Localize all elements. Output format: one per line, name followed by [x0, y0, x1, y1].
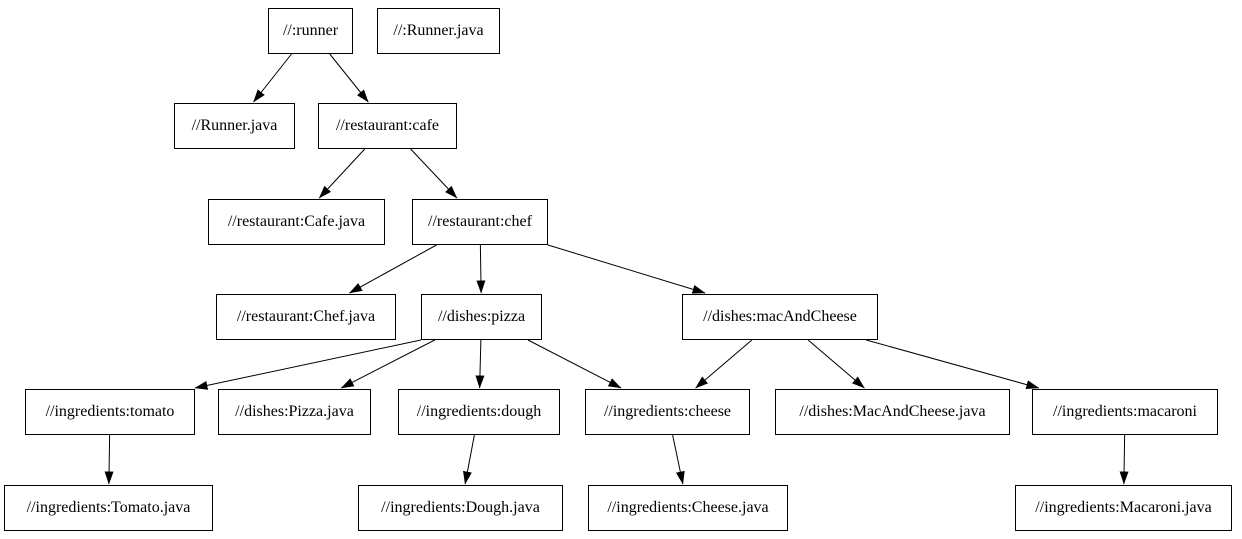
graph-node-pizza-java: //dishes:Pizza.java — [218, 389, 371, 435]
edge-runner-to-cafe — [329, 53, 369, 103]
edge-macaroni-to-macaroni-java — [1119, 434, 1129, 485]
edge-pizza-to-dough — [475, 339, 485, 389]
graph-node-macaroni-java: //ingredients:Macaroni.java — [1015, 485, 1232, 531]
graph-node-label: //ingredients:Cheese.java — [607, 499, 769, 516]
graph-node-mac-and-cheese: //dishes:macAndCheese — [682, 294, 878, 340]
graph-node-label: //:Runner.java — [393, 22, 484, 39]
graph-node-label: //restaurant:cafe — [335, 117, 440, 134]
graph-node-label: //ingredients:Tomato.java — [26, 499, 191, 516]
edge-pizza-to-pizza-java — [340, 339, 435, 389]
graph-node-label: //restaurant:Cafe.java — [227, 213, 366, 230]
graph-node-label: //dishes:Pizza.java — [235, 403, 354, 420]
graph-node-cafe: //restaurant:cafe — [318, 103, 457, 149]
graph-node-chef-java: //restaurant:Chef.java — [216, 294, 396, 340]
graph-node-label: //ingredients:Macaroni.java — [1035, 499, 1212, 516]
edge-chef-to-mac-and-cheese — [547, 244, 706, 294]
graph-node-root-runner-java: //:Runner.java — [377, 8, 500, 54]
edge-cafe-to-cafe-java — [318, 148, 366, 199]
graph-node-label: //:runner — [282, 22, 339, 39]
graph-node-tomato-java: //ingredients:Tomato.java — [4, 485, 213, 531]
graph-node-label: //dishes:MacAndCheese.java — [799, 403, 986, 420]
graph-node-runner-java: //Runner.java — [174, 103, 295, 149]
graph-node-label: //ingredients:dough — [416, 403, 542, 420]
graph-node-label: //dishes:macAndCheese — [703, 308, 857, 325]
edge-tomato-to-tomato-java — [104, 434, 114, 485]
graph-node-cafe-java: //restaurant:Cafe.java — [208, 199, 385, 245]
edge-cafe-to-chef — [410, 148, 458, 199]
edge-pizza-to-cheese — [527, 339, 622, 389]
edge-runner-to-runner-java — [253, 53, 292, 103]
graph-node-dough-java: //ingredients:Dough.java — [358, 485, 563, 531]
graph-node-dough: //ingredients:dough — [398, 389, 560, 435]
graph-node-cheese-java: //ingredients:Cheese.java — [588, 485, 788, 531]
graph-node-label: //ingredients:Dough.java — [381, 499, 540, 516]
graph-node-label: //ingredients:macaroni — [1053, 403, 1197, 420]
edge-chef-to-pizza — [476, 244, 486, 294]
graph-node-label: //ingredients:cheese — [603, 403, 732, 420]
graph-node-tomato: //ingredients:tomato — [25, 389, 195, 435]
graph-node-chef: //restaurant:chef — [412, 199, 548, 245]
graph-node-mac-and-cheese-java: //dishes:MacAndCheese.java — [775, 389, 1010, 435]
edge-dough-to-dough-java — [463, 434, 475, 485]
graph-node-label: //restaurant:Chef.java — [236, 308, 376, 325]
edge-mac-and-cheese-to-cheese — [695, 339, 753, 389]
edge-mac-and-cheese-to-mac-and-cheese-java — [807, 339, 865, 389]
graph-node-label: //dishes:pizza — [437, 308, 526, 325]
graph-node-label: //ingredients:tomato — [45, 403, 175, 420]
edge-cheese-to-cheese-java — [672, 434, 685, 485]
graph-node-cheese: //ingredients:cheese — [585, 389, 750, 435]
graph-node-label: //restaurant:chef — [428, 213, 532, 230]
graph-node-macaroni: //ingredients:macaroni — [1032, 389, 1218, 435]
edge-chef-to-chef-java — [349, 244, 437, 294]
graph-node-pizza: //dishes:pizza — [421, 294, 542, 340]
graph-node-runner: //:runner — [268, 8, 353, 54]
edge-pizza-to-tomato — [194, 339, 422, 390]
edge-mac-and-cheese-to-macaroni — [866, 339, 1040, 389]
graph-node-label: //Runner.java — [191, 117, 278, 134]
